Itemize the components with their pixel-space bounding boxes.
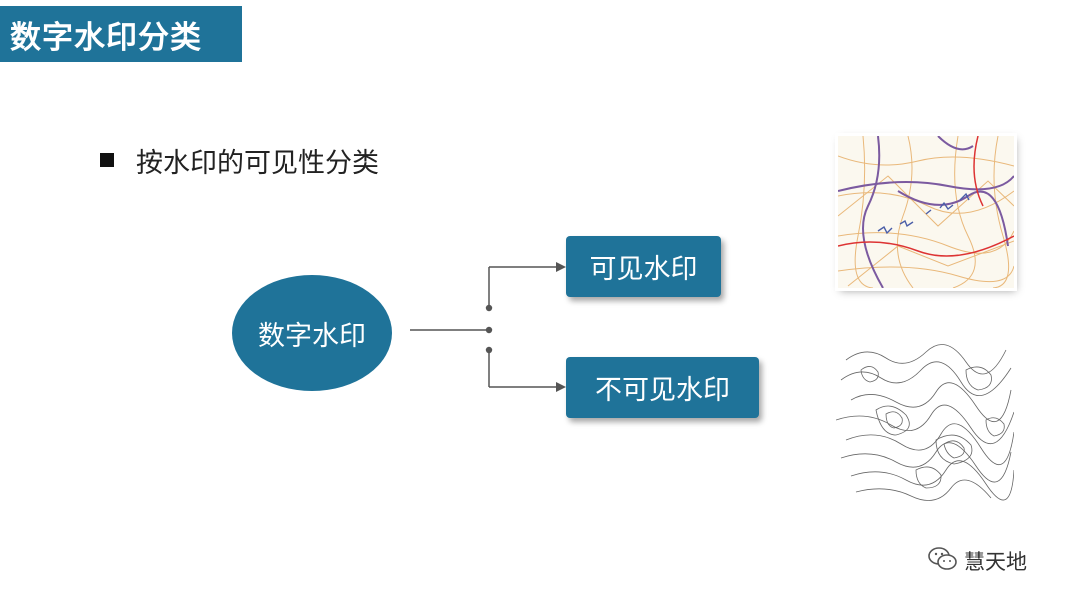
branch-dot-bottom	[485, 346, 493, 354]
root-node-digital-watermark: 数字水印	[232, 275, 392, 391]
branch-invisible-watermark: 不可见水印	[566, 357, 759, 418]
lower-arrowhead	[556, 382, 566, 392]
footer-brand-text: 慧天地	[964, 550, 1027, 574]
branch-dot-middle	[485, 326, 493, 334]
invisible-watermark-contour-image	[836, 340, 1014, 502]
branch-dot-top	[485, 304, 493, 312]
slide-title: 数字水印分类	[0, 6, 242, 62]
branch-visible-watermark: 可见水印	[566, 236, 721, 297]
bullet-square-icon	[100, 153, 114, 167]
wechat-icon	[928, 546, 958, 576]
footer-brand: 慧天地	[928, 544, 1027, 578]
bullet-text: 按水印的可见性分类	[136, 147, 379, 179]
visible-watermark-map-image	[835, 133, 1017, 291]
bullet-item: 按水印的可见性分类	[100, 140, 379, 180]
upper-arrowhead	[556, 262, 566, 272]
